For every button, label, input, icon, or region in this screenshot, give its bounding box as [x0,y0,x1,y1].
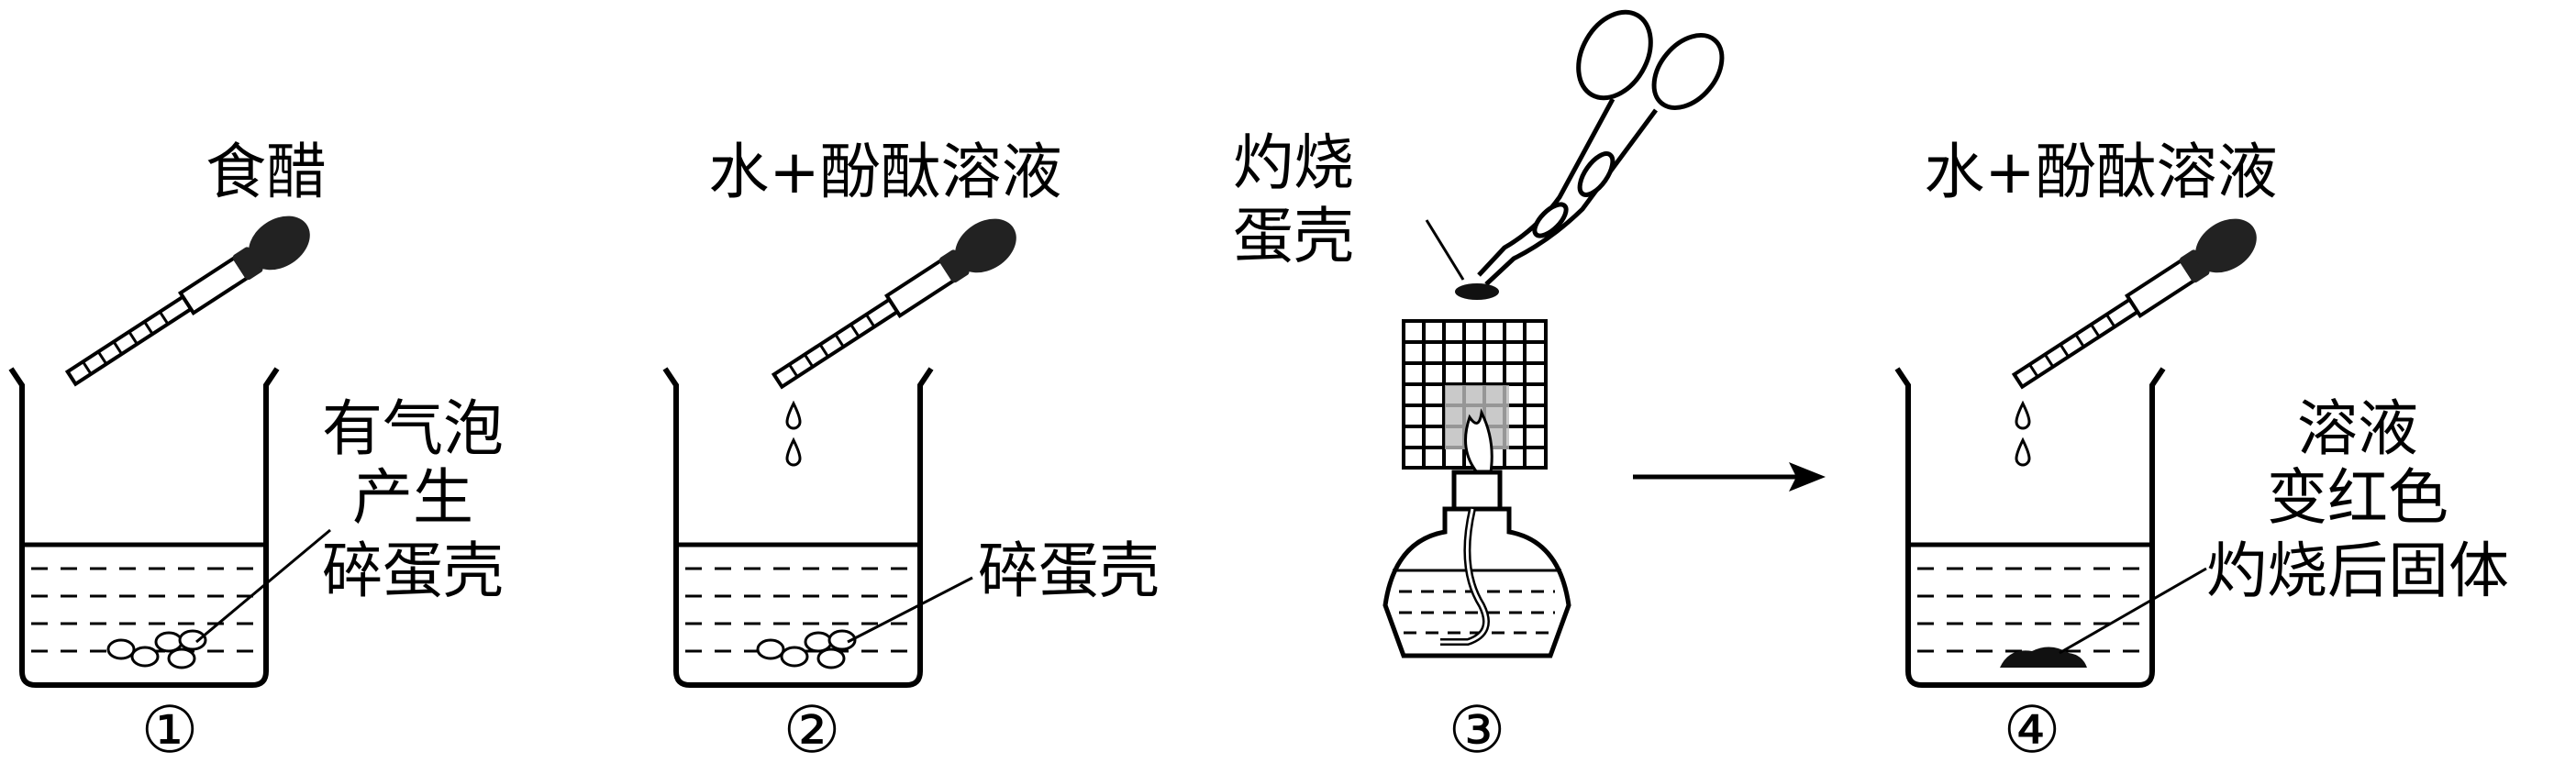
panel-3-label-line-1: 灼烧 [1233,127,1354,198]
panel-4-reagent-label: 水+酚酞溶液 [1924,137,2277,207]
panel-3: 灼烧 蛋壳 [1233,9,1725,768]
panel-2: 水+酚酞溶液 碎蛋壳 ② [665,137,1160,768]
dropper-2 [762,205,1028,403]
water-drops-2 [785,402,802,467]
panel-2-reagent-label: 水+酚酞溶液 [708,137,1061,207]
pointer-line-2 [847,576,973,644]
crucible-tongs [1477,9,1725,286]
panel-1-number: ① [141,692,199,768]
panel-1: 食醋 有气泡 产生 碎蛋壳 ① [11,137,504,768]
panel-1-reagent-label: 食醋 [205,137,327,207]
alcohol-lamp [1382,470,1571,658]
beaker-1 [11,369,277,685]
eggshell-pieces-2 [756,629,857,669]
burning-eggshell [1455,283,1499,300]
panel-1-note-line-2: 产生 [352,462,473,533]
panel-4: 水+酚酞溶液 溶液 变红色 灼烧后固体 ④ [1897,137,2509,768]
panel-2-note-line-1: 碎蛋壳 [978,536,1160,606]
pointer-line-4 [2059,567,2207,655]
burnt-solid [2000,647,2087,668]
flame [1464,408,1493,474]
pointer-line-3 [1425,219,1465,281]
panel-1-note-line-1: 有气泡 [322,393,504,464]
eggshell-pieces-1 [106,629,207,669]
dropper-1 [56,203,322,400]
panel-2-number: ② [783,692,841,768]
water-drops-4 [2015,402,2031,467]
panel-1-note-line-3: 碎蛋壳 [322,536,504,606]
panel-3-label-line-2: 蛋壳 [1233,201,1354,271]
panel-4-note-line-1: 溶液 [2297,393,2418,464]
pointer-line-1 [195,528,331,644]
dropper-4 [2003,205,2269,403]
panel-4-note-line-2: 变红色 [2267,462,2448,533]
process-arrow [1633,462,1826,492]
panel-4-number: ④ [2004,692,2061,768]
panel-4-note-line-3: 灼烧后固体 [2206,536,2509,606]
panel-3-number: ③ [1449,692,1506,768]
beaker-4 [1897,369,2163,685]
